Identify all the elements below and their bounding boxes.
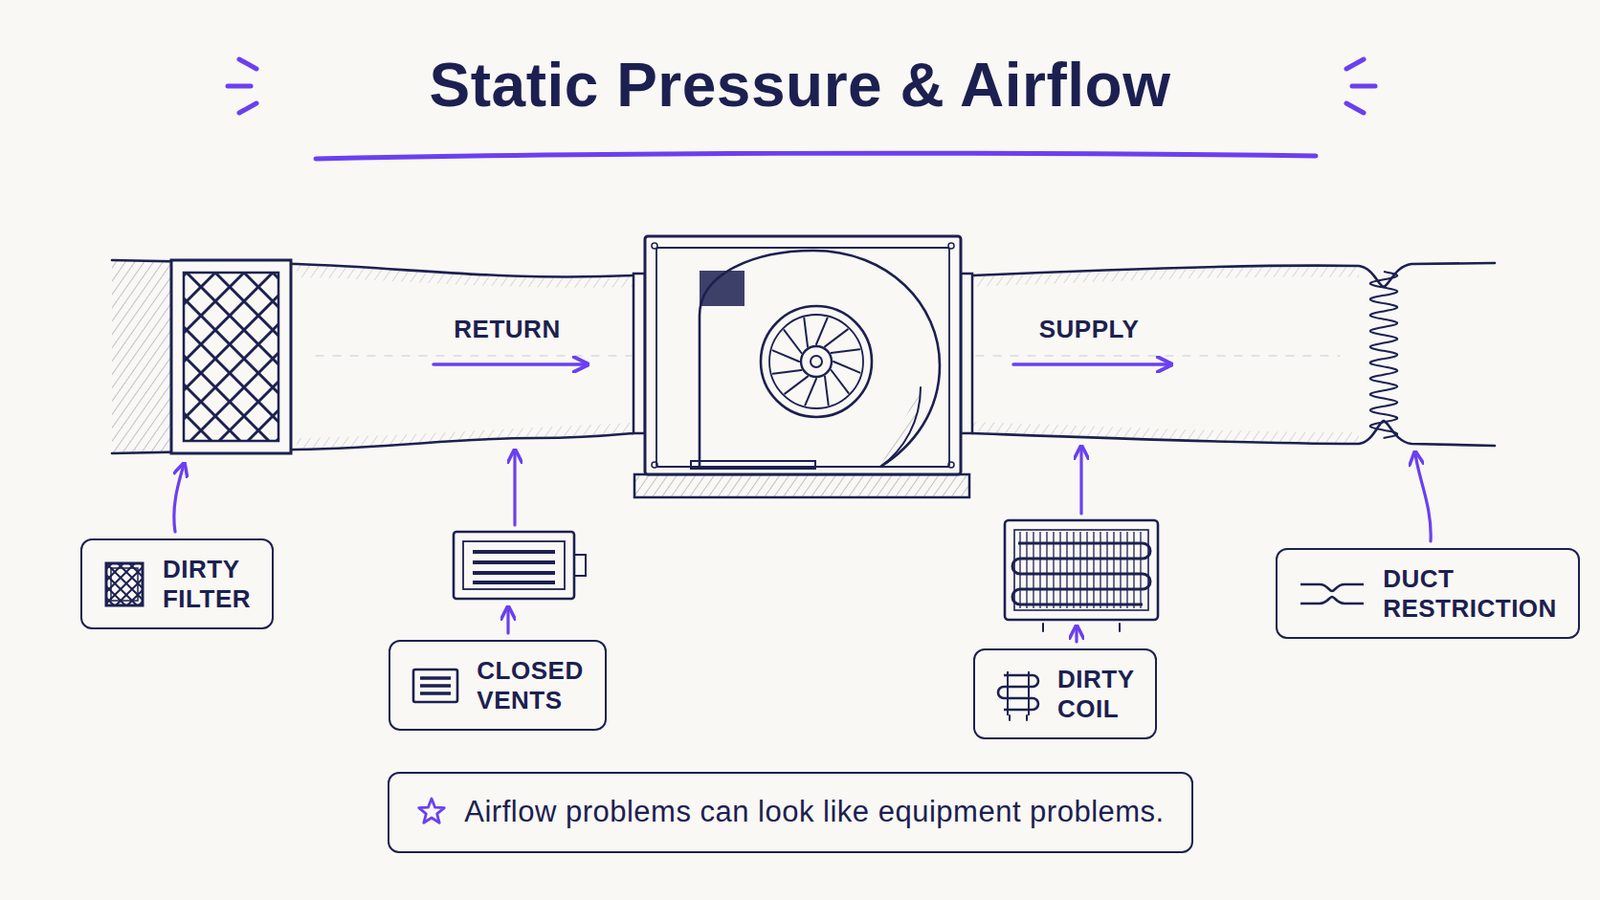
coil-icon	[996, 667, 1041, 722]
problem-box: CLOSED VENTS	[388, 640, 606, 732]
problem-box: DIRTY COIL	[973, 648, 1157, 740]
diagram-title: Static Pressure & Airflow	[0, 49, 1600, 121]
coil-illustration	[1004, 520, 1158, 632]
flow-label: SUPPLY	[1039, 314, 1140, 345]
vent-icon	[411, 666, 460, 706]
restrict-icon	[1298, 577, 1366, 611]
duct-restriction-spring	[1370, 271, 1399, 439]
filter-icon	[103, 560, 146, 609]
box-label: DIRTY COIL	[1057, 665, 1134, 724]
vent-illustration	[453, 532, 586, 600]
box-label: DIRTY FILTER	[162, 555, 251, 614]
note-box: Airflow problems can look like equipment…	[387, 772, 1193, 854]
box-label: DUCT RESTRICTION	[1382, 564, 1557, 623]
flow-label: RETURN	[453, 314, 560, 345]
dirty-filter-illustration	[171, 260, 291, 454]
box-label: CLOSED VENTS	[476, 656, 583, 715]
leader-arrows	[174, 447, 1431, 643]
note-text: Airflow problems can look like equipment…	[464, 795, 1164, 831]
star-icon	[416, 797, 447, 828]
problem-box: DIRTY FILTER	[80, 538, 274, 630]
flow-arrows	[433, 362, 1170, 367]
problem-box: DUCT RESTRICTION	[1275, 548, 1580, 640]
air-handler-unit	[633, 236, 973, 498]
